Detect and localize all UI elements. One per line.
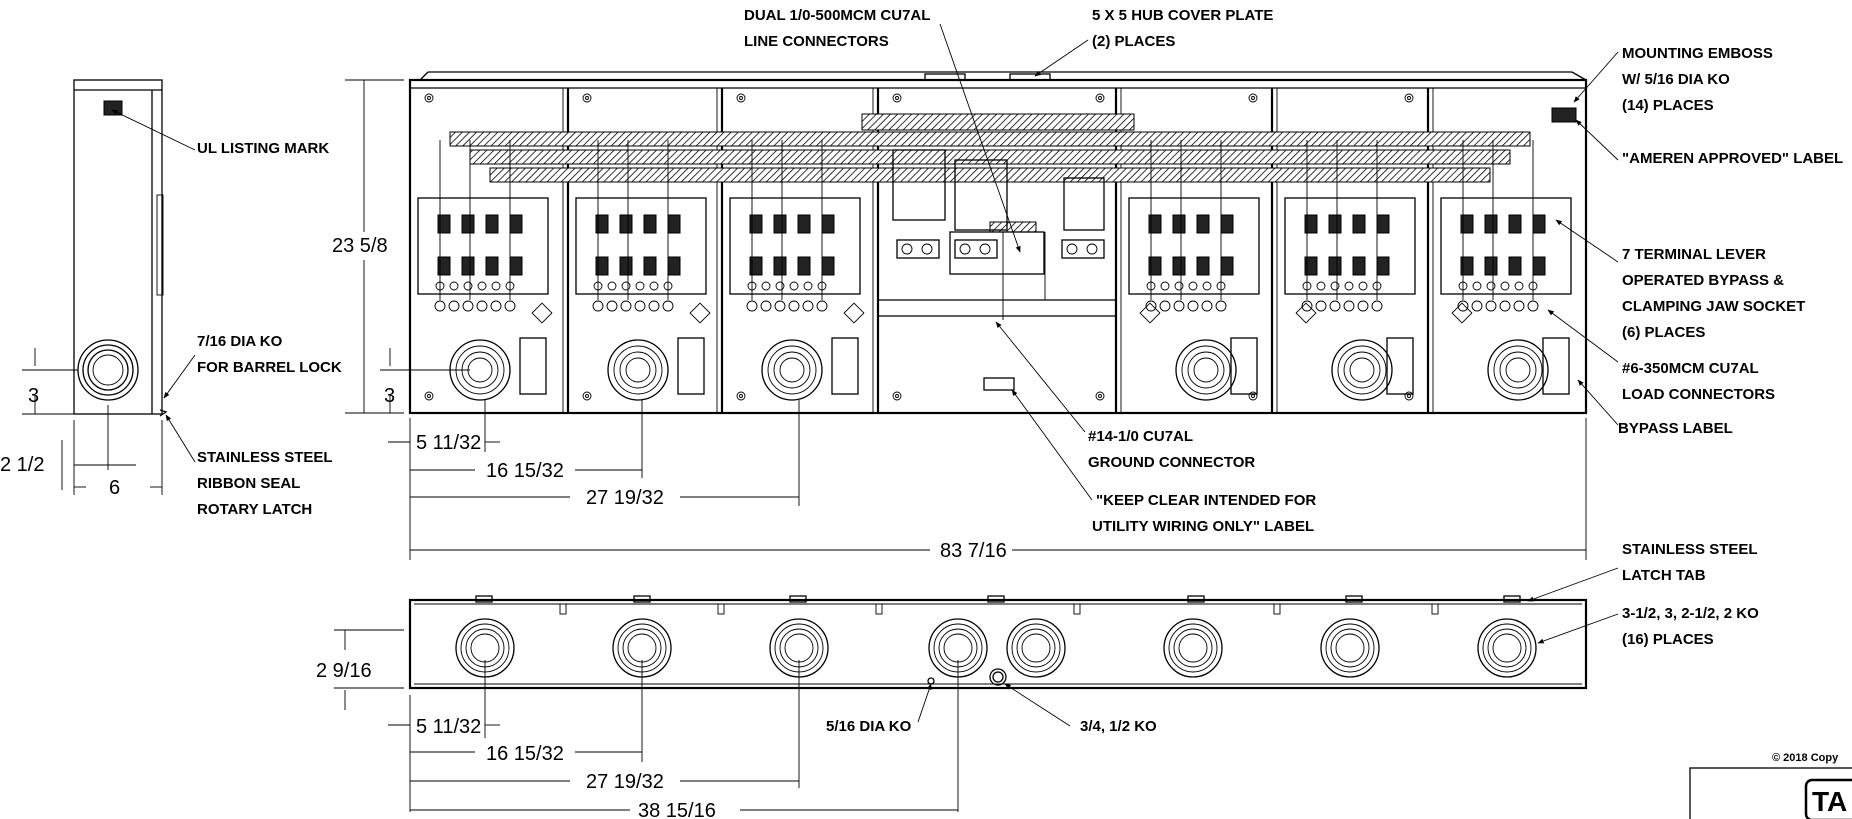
meter-socket — [1128, 140, 1260, 401]
ul-listing-mark-icon — [103, 100, 123, 116]
terminal-label-1: 7 TERMINAL LEVER — [1622, 246, 1766, 263]
dim-b3: 27 19/32 — [586, 771, 664, 793]
latch-tab — [789, 595, 807, 603]
latch-tab — [1187, 595, 1205, 603]
mounting-emboss-holes — [424, 93, 1414, 401]
bottom-dimensions — [334, 629, 959, 812]
dim-b2: 16 15/32 — [486, 743, 564, 765]
meter-socket — [417, 140, 553, 401]
latch-tab — [475, 595, 493, 603]
line-terminal-block — [1061, 239, 1105, 259]
latch-tab — [633, 595, 651, 603]
front-view — [408, 71, 1588, 415]
line-terminal-block — [896, 239, 940, 259]
latch-tab — [1345, 595, 1363, 603]
ground-connector-label: #14-1/0 CU7AL — [1088, 428, 1193, 445]
dim-d1: 5 11/32 — [416, 432, 481, 454]
copyright-text: © 2018 Copy — [1772, 752, 1839, 764]
barrel-lock-label: 7/16 DIA KO — [197, 333, 283, 350]
latch-tab — [987, 595, 1005, 603]
dim-width: 83 7/16 — [940, 540, 1007, 562]
terminal-label-3: CLAMPING JAW SOCKET — [1622, 298, 1805, 315]
bottom-knockout — [1477, 618, 1537, 678]
rotary-latch-label-2: RIBBON SEAL — [197, 475, 300, 492]
ground-connector-label-2: GROUND CONNECTOR — [1088, 454, 1255, 471]
ameren-approved-label: "AMEREN APPROVED" LABEL — [1622, 150, 1843, 167]
line-connectors-label: DUAL 1/0-500MCM CU7AL — [744, 7, 930, 24]
dim-d3: 27 19/32 — [586, 487, 664, 509]
dim-side-ko-height: 3 — [28, 385, 39, 407]
side-dimensions — [22, 348, 163, 495]
hub-cover-label-2: (2) PLACES — [1092, 33, 1175, 50]
mounting-emboss-label-3: (14) PLACES — [1622, 97, 1714, 114]
meter-socket — [575, 140, 711, 401]
mounting-emboss-label: MOUNTING EMBOSS — [1622, 45, 1773, 62]
bottom-knockout — [1320, 618, 1380, 678]
load-connectors-label: #6-350MCM CU7AL — [1622, 360, 1759, 377]
bypass-label: BYPASS LABEL — [1618, 420, 1733, 437]
ko-516-label: 5/16 DIA KO — [826, 718, 912, 735]
dim-side-ko-offset: 6 — [109, 477, 120, 499]
logo-text: TA — [1812, 786, 1847, 817]
hub-cover-label: 5 X 5 HUB COVER PLATE — [1092, 7, 1273, 24]
front-dimensions — [345, 79, 1587, 560]
line-terminal-block — [954, 239, 998, 259]
bottom-knockout — [1006, 618, 1066, 678]
leader-lines — [111, 23, 1619, 727]
dim-height: 23 5/8 — [332, 235, 388, 257]
side-view — [73, 79, 168, 417]
latch-tab — [1503, 595, 1521, 603]
rotary-latch-label-3: ROTARY LATCH — [197, 501, 312, 518]
bottom-knockout — [1163, 618, 1223, 678]
meter-sockets — [417, 140, 1572, 401]
ko-sizes-label-2: (16) PLACES — [1622, 631, 1714, 648]
dim-b1: 5 11/32 — [416, 716, 481, 738]
ameren-label-icon — [1551, 107, 1577, 123]
rotary-latch-label: STAINLESS STEEL — [197, 449, 333, 466]
keep-clear-label-2: UTILITY WIRING ONLY" LABEL — [1092, 518, 1314, 535]
dim-b4: 38 15/16 — [638, 800, 716, 819]
side-barrel-ko — [77, 339, 139, 401]
bottom-view — [408, 595, 1588, 690]
terminal-label-2: OPERATED BYPASS & — [1622, 272, 1784, 289]
dim-d2: 16 15/32 — [486, 460, 564, 482]
dim-bottom-height: 2 9/16 — [316, 660, 372, 682]
latch-tab-label: STAINLESS STEEL — [1622, 541, 1758, 558]
dim-front-ko-height: 3 — [384, 385, 395, 407]
meter-socket — [1284, 140, 1416, 401]
meter-socket — [729, 140, 865, 401]
dim-side-depth: 2 1/2 — [0, 454, 44, 476]
meter-socket — [1440, 140, 1572, 401]
keep-clear-label: "KEEP CLEAR INTENDED FOR — [1096, 492, 1316, 509]
load-connectors-label-2: LOAD CONNECTORS — [1622, 386, 1775, 403]
latch-tab-label-2: LATCH TAB — [1622, 567, 1706, 584]
title-block: TA — [1689, 767, 1852, 819]
ko-34-label: 3/4, 1/2 KO — [1080, 718, 1157, 735]
ul-listing-mark-label: UL LISTING MARK — [197, 140, 329, 157]
terminal-label-4: (6) PLACES — [1622, 324, 1705, 341]
ko-sizes-label: 3-1/2, 3, 2-1/2, 2 KO — [1622, 605, 1759, 622]
barrel-lock-label-2: FOR BARREL LOCK — [197, 359, 342, 376]
center-line-section — [878, 149, 1116, 391]
line-connectors-label-2: LINE CONNECTORS — [744, 33, 889, 50]
mounting-emboss-label-2: W/ 5/16 DIA KO — [1622, 71, 1730, 88]
